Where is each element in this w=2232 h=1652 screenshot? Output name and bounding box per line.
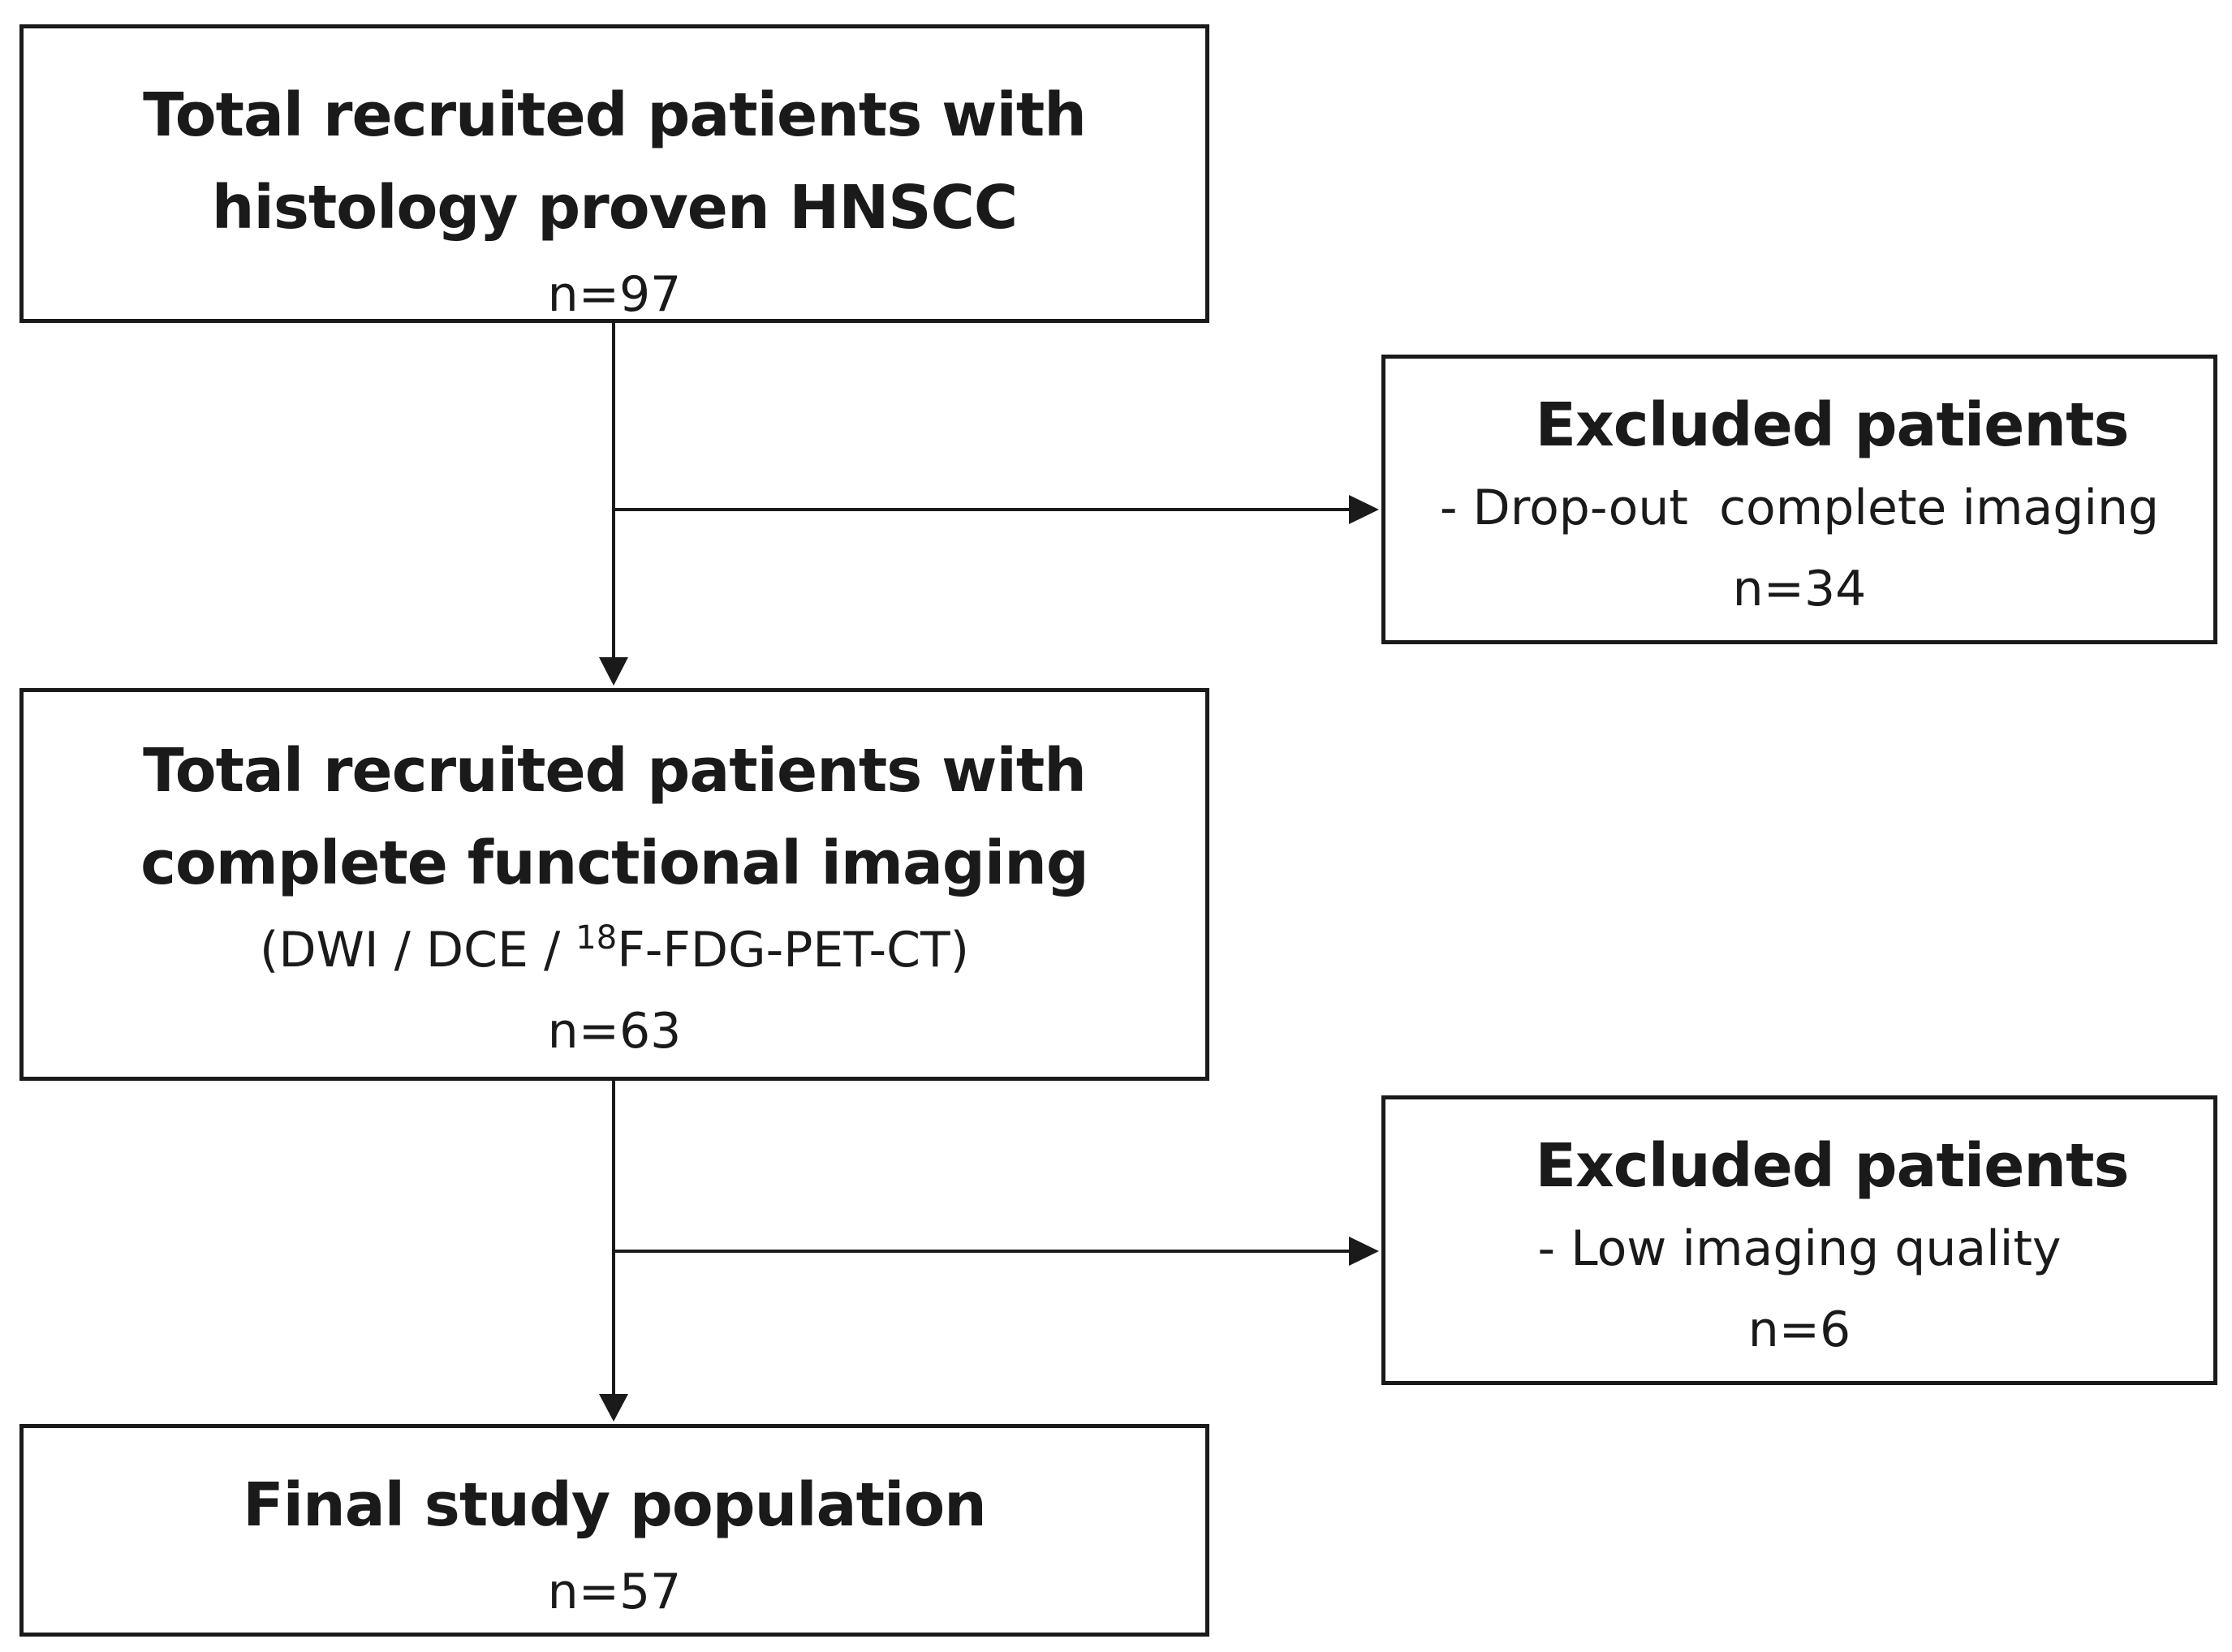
recruited-title-line2: histology proven HNSCC <box>211 173 1018 243</box>
imaging-modalities-superscript: 18 <box>575 919 618 957</box>
arrowhead-down-final <box>599 1394 628 1422</box>
complete-imaging-box: Total recruited patients with complete f… <box>19 688 1209 1081</box>
final-title: Final study population <box>243 1470 987 1540</box>
excluded-dropout-title: Excluded patients <box>1535 390 2129 460</box>
recruited-patients-box: Total recruited patients with histology … <box>19 24 1209 323</box>
imaging-count: n=63 <box>547 1003 682 1060</box>
excluded-quality-box: Excluded patients - Low imaging quality … <box>1381 1095 2217 1385</box>
imaging-modalities-suffix: F-FDG-PET-CT) <box>617 922 970 979</box>
excluded-quality-title: Excluded patients <box>1535 1131 2129 1201</box>
imaging-modalities: (DWI / DCE / 18F-FDG-PET-CT) <box>260 910 969 991</box>
arrowhead-right-excluded-quality <box>1349 1237 1379 1266</box>
imaging-title-line2: complete functional imaging <box>140 828 1089 898</box>
final-population-box: Final study population n=57 <box>19 1424 1209 1637</box>
excluded-quality-reason: - Low imaging quality <box>1537 1220 2062 1277</box>
excluded-dropout-reason: - Drop-out complete imaging <box>1439 480 2160 536</box>
imaging-modalities-prefix: (DWI / DCE / <box>259 922 576 979</box>
excluded-dropout-box: Excluded patients - Drop-out complete im… <box>1381 355 2217 644</box>
final-count: n=57 <box>547 1564 682 1620</box>
excluded-quality-count: n=6 <box>1747 1301 1851 1358</box>
imaging-title-line1: Total recruited patients with <box>143 736 1087 806</box>
arrowhead-down-imaging <box>599 657 628 686</box>
excluded-dropout-count: n=34 <box>1732 561 1867 617</box>
recruited-title-line1: Total recruited patients with <box>143 80 1087 150</box>
arrowhead-right-excluded-dropout <box>1349 495 1379 524</box>
recruited-count: n=97 <box>547 266 682 323</box>
